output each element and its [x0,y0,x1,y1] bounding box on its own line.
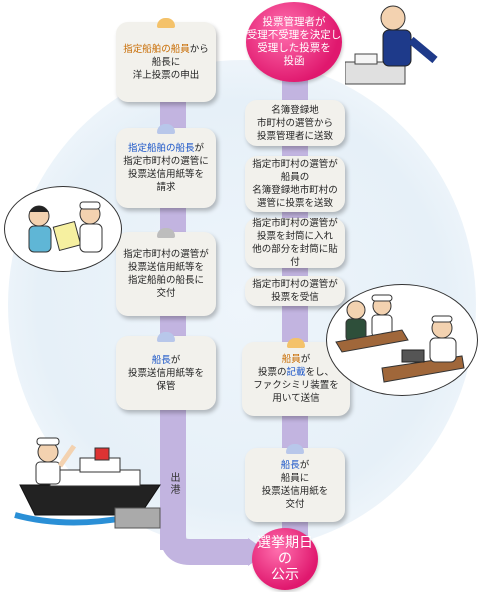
right-step-text-part: をし、 ファクシミリ装置を 用いて送信 [253,367,339,404]
left-step-text-4: 船長が 投票送信用紙等を 保管 [128,354,204,393]
left-step-text-part: 指定船舶の船長 [127,143,195,154]
right-step-text-part: 船長 [280,460,300,471]
right-step-box-3: 指定市町村の選管が 投票を受信 [245,276,345,306]
right-step-box-5: 指定市町村の選管が 船員の 名簿登録地市町村の 選管に投票を送致 [245,156,345,212]
departure-label: 出港 [168,472,179,496]
election-announcement-circle: 選挙期日の 公示 [252,528,318,590]
left-step-text-part: が 指定市町村の選管に 投票送信用紙等を 請求 [123,143,209,193]
final-step-label: 投票管理者が 受理不受理を決定し 受理した投票を 投函 [246,16,342,67]
right-step-box-1: 船長が 船員に 投票送信用紙を 交付 [245,448,345,522]
right-step-text-part: 記載 [286,367,306,378]
orange-cap-icon [157,18,175,28]
election-officer-illustration [345,5,438,85]
left-step-box-2: 指定船舶の船長が 指定市町村の選管に 投票送信用紙等を 請求 [116,128,216,208]
right-step-text-part: 指定市町村の選管が 船員の 名簿登録地市町村の 選管に投票を送致 [252,159,338,209]
right-step-text-part: 船員 [281,354,301,365]
right-step-text-part: が 投票の [257,354,311,378]
right-step-box-6: 名簿登録地 市町村の選管から 投票管理者に送致 [245,100,345,146]
ship-captain-illustration [14,437,161,529]
left-step-text-3: 指定市町村の選管が 投票送信用紙等を 指定船舶の船長に 交付 [123,248,209,300]
right-step-text-2: 船員が 投票の記載をし、 ファクシミリ装置を 用いて送信 [253,353,339,405]
left-step-box-3: 指定市町村の選管が 投票送信用紙等を 指定船舶の船長に 交付 [116,232,216,316]
left-step-box-4: 船長が 投票送信用紙等を 保管 [116,336,216,410]
left-step-text-1: 指定船舶の船員から 船長に 洋上投票の申出 [123,43,209,82]
left-step-text-part: から 船長に 洋上投票の申出 [132,43,209,81]
blue-cap-icon [157,332,175,342]
blue-cap-icon [157,124,175,134]
right-step-text-part: 指定市町村の選管が 投票を受信 [252,279,338,303]
right-step-text-3: 指定市町村の選管が 投票を受信 [252,278,338,304]
right-step-text-part: が 船員に 投票送信用紙を 交付 [261,460,329,510]
final-step-circle: 投票管理者が 受理不受理を決定し 受理した投票を 投函 [246,2,342,82]
left-step-text-part: 指定市町村の選管が 投票送信用紙等を 指定船舶の船長に 交付 [123,249,209,299]
election-announcement-label: 選挙期日の 公示 [257,535,313,583]
right-step-text-part: 名簿登録地 市町村の選管から 投票管理者に送致 [256,104,333,142]
orange-cap-icon [287,338,305,348]
left-step-box-1: 指定船舶の船員から 船長に 洋上投票の申出 [116,22,216,102]
gray-person-icon [157,228,175,238]
right-step-text-part: 指定市町村の選管が 投票を封筒に入れ 他の部分を封筒に貼付 [252,218,338,268]
blue-cap-icon [286,444,304,454]
right-step-text-1: 船長が 船員に 投票送信用紙を 交付 [262,459,329,511]
left-step-text-part: 船長 [151,354,171,366]
left-step-text-2: 指定船舶の船長が 指定市町村の選管に 投票送信用紙等を 請求 [123,142,209,194]
right-step-text-4: 指定市町村の選管が 投票を封筒に入れ 他の部分を封筒に貼付 [251,217,339,269]
voting-scene-illustration [335,294,465,383]
right-step-text-5: 指定市町村の選管が 船員の 名簿登録地市町村の 選管に投票を送致 [252,158,338,210]
left-step-text-part: 指定船舶の船員 [123,43,190,55]
right-step-box-4: 指定市町村の選管が 投票を封筒に入れ 他の部分を封筒に貼付 [245,218,345,268]
left-step-text-part: が 投票送信用紙等を 保管 [127,354,204,392]
right-step-text-6: 名簿登録地 市町村の選管から 投票管理者に送致 [257,104,333,143]
crew-handover-illustration [28,201,103,253]
